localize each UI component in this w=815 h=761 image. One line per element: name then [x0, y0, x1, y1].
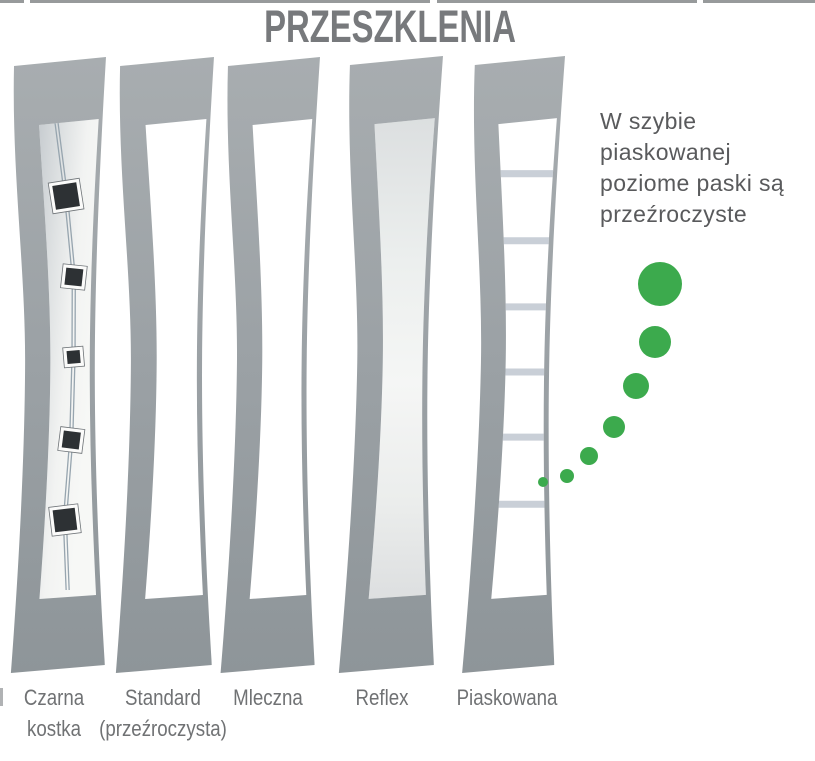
label-line: (przeźroczysta): [99, 716, 227, 741]
green-dot: [638, 262, 682, 306]
panel-glass: [368, 118, 435, 599]
panel-frame: [220, 57, 320, 673]
panel-frame: [338, 56, 443, 673]
panel-label-mleczna: Mleczna: [196, 682, 341, 713]
transparent-stripe: [491, 303, 557, 311]
black-cube: [48, 503, 82, 537]
label-line: Standard: [125, 685, 201, 710]
transparent-stripe: [494, 170, 557, 178]
green-dot: [538, 477, 548, 487]
green-dot: [639, 326, 671, 358]
page-title: PRZESZKLENIA: [264, 1, 516, 52]
panel-frame: [462, 56, 566, 673]
panel-reflex: [336, 56, 444, 673]
panel-glass: [249, 119, 313, 599]
panel-frame: [10, 57, 106, 673]
panel-standard: [113, 57, 215, 673]
cropped-left-glyph: [0, 688, 3, 706]
annotation-line: piaskowanej: [600, 139, 731, 165]
transparent-stripes: [489, 170, 557, 508]
transparent-stripe: [489, 500, 554, 508]
glass-panel-graphic-reflex: [338, 56, 443, 673]
annotation-line: poziome paski są: [600, 170, 785, 196]
annotation-text: W szybie piaskowanej poziome paski są pr…: [600, 106, 815, 230]
cropped-top-edge-segment: [437, 0, 697, 3]
panel-label-standard: Standard (przeźroczysta): [91, 682, 236, 744]
black-cube: [57, 426, 86, 454]
transparent-stripe: [489, 433, 555, 441]
black-cube: [60, 263, 88, 291]
black-cubes: [47, 177, 88, 537]
annotation-line: W szybie: [600, 108, 697, 134]
label-line: kostka: [26, 716, 82, 741]
cropped-top-edge-segment: [0, 0, 24, 3]
cropped-top-edge-segment: [30, 0, 430, 3]
label-line: Czarna: [23, 685, 85, 710]
panel-label-czarna-kostka: Czarna kostka: [0, 682, 126, 744]
panel-frame: [115, 57, 214, 673]
transparent-stripe: [493, 237, 557, 245]
glass-panel-graphic-mleczna: [220, 57, 320, 673]
transparent-stripe: [490, 368, 557, 376]
panel-glass: [145, 119, 207, 599]
black-cube: [62, 345, 85, 369]
panel-mleczna: [218, 57, 321, 673]
green-dot: [623, 373, 649, 399]
panel-czarna-kostka: [8, 57, 107, 673]
panel-label-reflex: Reflex: [310, 682, 455, 713]
panel-piaskowana: [459, 56, 566, 673]
green-dot: [603, 416, 625, 438]
glass-panel-graphic-czarna-kostka: [10, 57, 106, 673]
cropped-top-edge-segment: [703, 0, 815, 3]
green-dot: [580, 447, 598, 465]
label-line: Piaskowana: [456, 685, 558, 710]
label-line: Reflex: [355, 685, 409, 710]
glass-panel-graphic-piaskowana: [462, 56, 566, 673]
glass-panel-graphic-standard: [115, 57, 214, 673]
label-line: Mleczna: [233, 685, 303, 710]
panel-label-piaskowana: Piaskowana: [435, 682, 580, 713]
black-cube: [47, 177, 85, 215]
green-dot: [560, 469, 574, 483]
annotation-line: przeźroczyste: [600, 201, 748, 227]
